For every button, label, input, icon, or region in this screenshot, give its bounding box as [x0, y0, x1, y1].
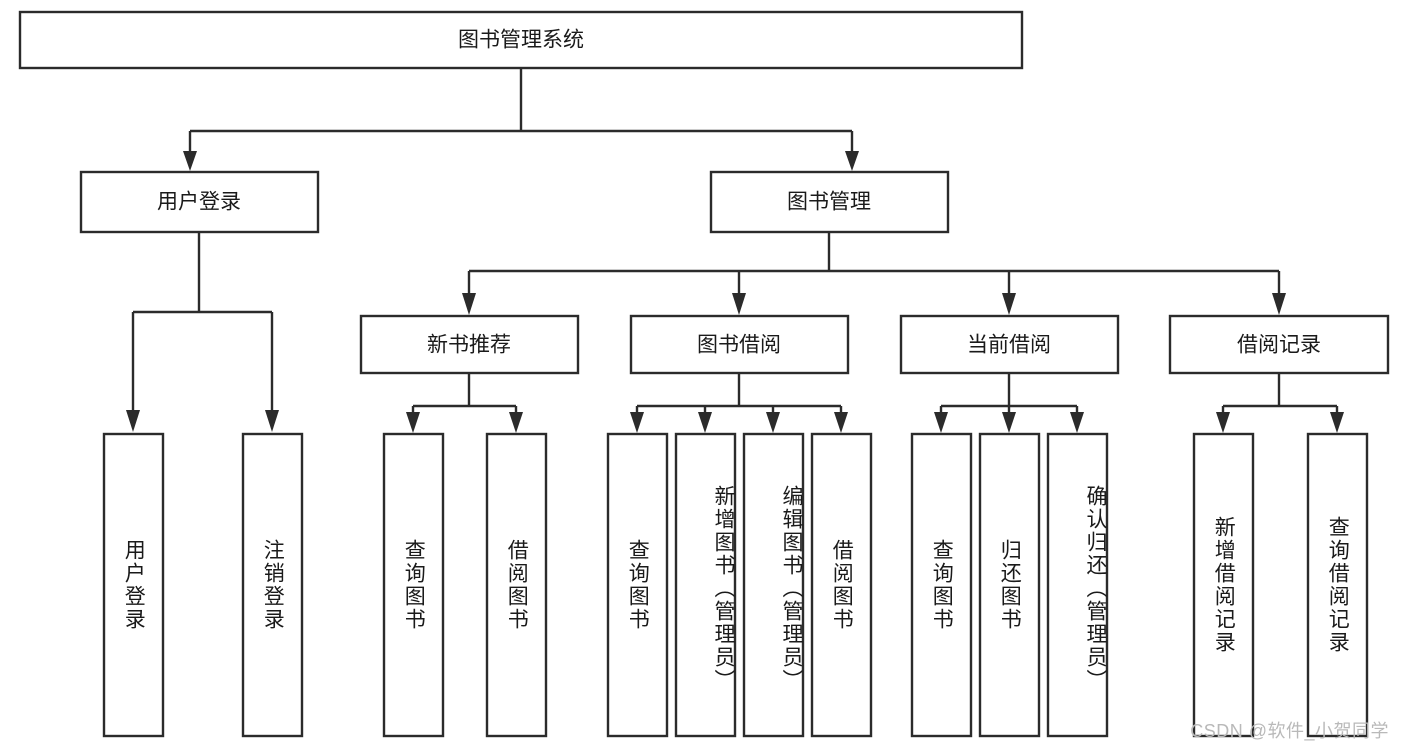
leaf-new-book-0[interactable]	[382, 432, 445, 738]
leaf-book-borrow-0[interactable]	[606, 432, 669, 738]
leaf-borrow-record-0[interactable]	[1192, 432, 1255, 738]
node-user-login-label: 用户登录	[157, 191, 241, 214]
leaf-book-borrow-2[interactable]	[742, 432, 805, 738]
leaf-current-borrow-2[interactable]	[1046, 432, 1109, 738]
node-book-management-label: 图书管理	[787, 191, 871, 214]
leaf-book-borrow-1[interactable]	[674, 432, 737, 738]
node-user-login[interactable]	[79, 170, 320, 234]
node-borrow-record[interactable]	[1168, 314, 1390, 375]
node-root-label: 图书管理系统	[458, 29, 584, 52]
leaf-borrow-record-1[interactable]	[1306, 432, 1369, 738]
connector-newbook-to-leaves	[406, 373, 523, 433]
leaf-current-borrow-0[interactable]	[910, 432, 973, 738]
node-borrow-record-label: 借阅记录	[1237, 334, 1321, 357]
node-book-borrow-label: 图书借阅	[697, 334, 781, 357]
node-book-management[interactable]	[709, 170, 950, 234]
node-current-borrow-label: 当前借阅	[967, 334, 1051, 357]
connector-borrowrecord-to-leaves	[1216, 373, 1344, 433]
leaf-new-book-1[interactable]	[485, 432, 548, 738]
connector-root-to-level2	[183, 68, 859, 171]
node-new-book-recommend[interactable]	[359, 314, 580, 375]
node-book-borrow[interactable]	[629, 314, 850, 375]
connector-currentborrow-to-leaves	[934, 373, 1084, 433]
connector-bookmgmt-to-level3	[462, 232, 1286, 315]
leaf-user-login-1[interactable]	[241, 432, 304, 738]
connector-bookborrow-to-leaves	[630, 373, 848, 433]
connector-userlogin-to-leaves	[126, 232, 279, 432]
leaf-book-borrow-3[interactable]	[810, 432, 873, 738]
leaf-user-login-0[interactable]	[102, 432, 165, 738]
node-root[interactable]	[18, 10, 1024, 70]
watermark: CSDN @软件_小贺同学	[1190, 721, 1389, 741]
node-current-borrow[interactable]	[899, 314, 1120, 375]
leaf-current-borrow-1[interactable]	[978, 432, 1041, 738]
node-new-book-recommend-label: 新书推荐	[427, 334, 511, 357]
